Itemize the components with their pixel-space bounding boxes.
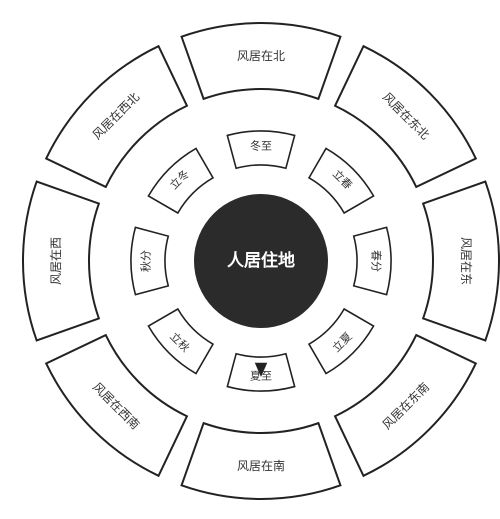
outer-segment-northwest — [44, 44, 189, 189]
center-label: 人居住地 — [227, 250, 295, 271]
outer-segment-west — [22, 180, 101, 342]
inner-label-chunfen: 春分 — [370, 250, 383, 272]
outer-segment-southwest — [44, 333, 189, 478]
inner-segment-liqiu — [147, 307, 215, 375]
inner-segment-lixia — [307, 307, 375, 375]
outer-label-north: 风居在北 — [237, 49, 285, 63]
outer-label-west: 风居在西 — [49, 237, 63, 285]
outer-label-east: 风居在东 — [459, 237, 473, 285]
pointer-triangle — [254, 362, 268, 377]
outer-segment-southeast — [333, 333, 478, 478]
inner-segment-qiufen — [130, 226, 170, 296]
outer-segment-north — [180, 22, 342, 101]
inner-label-dongzhi: 冬至 — [250, 139, 272, 153]
center-circle — [194, 194, 328, 328]
pointer — [254, 362, 268, 377]
outer-label-south: 风居在南 — [237, 458, 285, 473]
outer-segment-east — [421, 180, 500, 342]
inner-segment-dongzhi — [226, 130, 296, 170]
center-hub: 人居住地 — [194, 194, 328, 328]
inner-segment-lichun — [307, 147, 375, 215]
inner-segment-chunfen — [352, 226, 392, 296]
inner-segment-lidong — [147, 147, 215, 215]
inner-label-qiufen: 秋分 — [139, 250, 153, 272]
outer-segment-south — [180, 421, 342, 500]
outer-segment-northeast — [333, 44, 478, 189]
